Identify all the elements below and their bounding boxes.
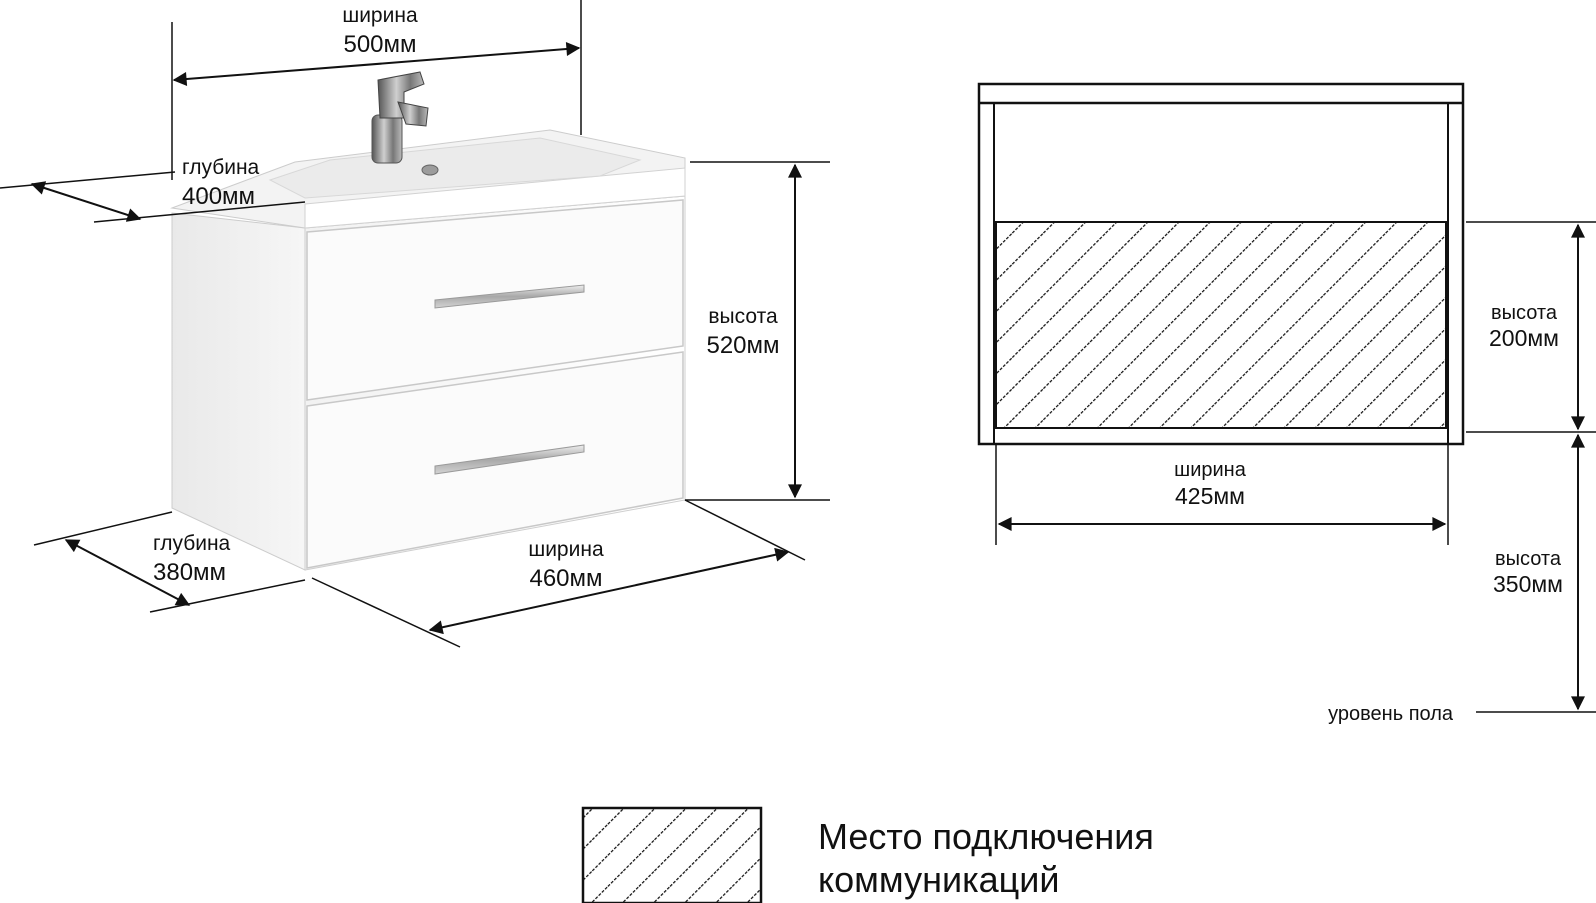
sink-width-value: 500мм xyxy=(343,31,416,58)
floor-height-label: высота xyxy=(1495,548,1562,570)
basin-front-edge xyxy=(304,167,686,229)
legend-text-line1: Место подключения xyxy=(818,816,1154,857)
drain-hole xyxy=(421,164,439,176)
zone-width-label: ширина xyxy=(1174,459,1247,481)
cabinet-height-label: высота xyxy=(708,305,778,328)
sink-width-label: ширина xyxy=(342,4,418,27)
sink-depth-dimension-line xyxy=(30,181,142,222)
sink-depth-value: 400мм xyxy=(182,183,255,210)
cabinet-depth-dimension-line xyxy=(64,539,191,606)
cabinet-illustration: ширина 500мм глубина 400мм высота 520мм … xyxy=(0,0,830,648)
legend-hatch-swatch xyxy=(581,806,763,903)
connection-diagram: высота 200мм ширина 425мм высота 350мм у… xyxy=(977,82,1596,725)
zone-height-label: высота xyxy=(1491,302,1558,324)
cabinet-width-value: 460мм xyxy=(529,565,602,592)
cabinet-side-panel xyxy=(171,212,306,571)
connection-zone xyxy=(995,221,1447,429)
cabinet-outline xyxy=(977,82,1465,446)
floor-level-label: уровень пола xyxy=(1328,703,1454,725)
zone-height-value: 200мм xyxy=(1489,325,1559,351)
cabinet-width-label: ширина xyxy=(528,538,604,561)
lower-drawer-handle xyxy=(434,444,585,475)
upper-drawer-handle xyxy=(434,284,585,309)
cabinet-depth-value: 380мм xyxy=(153,559,226,586)
sink-depth-label: глубина xyxy=(182,156,260,179)
legend-text-line2: коммуникаций xyxy=(818,859,1059,900)
cabinet-depth-label: глубина xyxy=(153,532,231,555)
legend: Место подключения коммуникаций xyxy=(581,806,1154,903)
floor-height-value: 350мм xyxy=(1493,571,1563,597)
cabinet-width-dimension-line xyxy=(428,547,790,635)
basin-bowl xyxy=(268,137,642,199)
zone-width-value: 425мм xyxy=(1175,483,1245,509)
cabinet-height-value: 520мм xyxy=(706,332,779,359)
sink-width-dimension-line xyxy=(172,42,581,86)
